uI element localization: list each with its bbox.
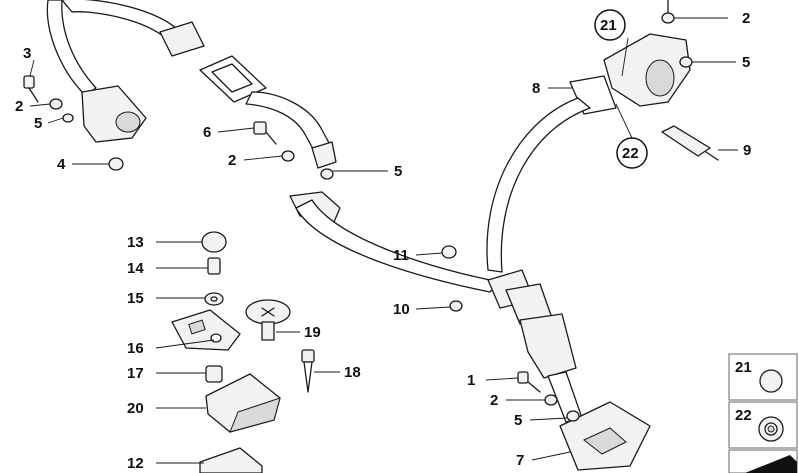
nut-5c xyxy=(679,56,693,68)
bolt-6-head xyxy=(253,121,267,135)
callout-8: 8 xyxy=(532,80,540,97)
callout-10: 10 xyxy=(393,301,410,318)
callout-5-lower: 5 xyxy=(514,412,522,429)
right-belt-webbing xyxy=(486,97,591,273)
callout-13: 13 xyxy=(127,234,144,251)
mount-block-12 xyxy=(199,447,263,473)
callout-21: 21 xyxy=(600,17,617,34)
bolt-1-shank xyxy=(527,381,541,393)
belt-latch-plate-slot xyxy=(211,63,253,93)
legend-label-22: 22 xyxy=(735,407,752,424)
lower-left-hardware xyxy=(171,231,315,473)
cap-11 xyxy=(441,245,457,259)
left-belt-tongue xyxy=(159,21,205,57)
callout-19: 19 xyxy=(304,324,321,341)
callout-15: 15 xyxy=(127,290,144,307)
right-belt-assembly xyxy=(486,0,719,471)
callout-14: 14 xyxy=(127,260,144,277)
nut-5a xyxy=(62,113,74,123)
callout-1: 1 xyxy=(467,372,475,389)
bracket-16-slot xyxy=(188,319,206,335)
callout-2-upper: 2 xyxy=(228,152,236,169)
legend-panel: 21 22 xyxy=(728,353,798,473)
callout-12: 12 xyxy=(127,455,144,472)
left-retractor-spool xyxy=(115,111,141,133)
mount-block-20-face xyxy=(229,397,281,433)
callout-11: 11 xyxy=(393,247,409,264)
legend-grommet-22-hole xyxy=(767,425,775,433)
washer-15-hole xyxy=(210,296,218,302)
callout-5-center: 5 xyxy=(394,163,402,180)
callout-6: 6 xyxy=(203,124,211,141)
right-retractor-spool xyxy=(645,59,675,97)
screw-18-head xyxy=(301,349,315,363)
bracket-16-hole xyxy=(210,333,222,343)
bracket-16 xyxy=(171,309,241,351)
callout-7: 7 xyxy=(516,452,524,469)
bolt-1-head xyxy=(517,371,529,384)
legend-label-21: 21 xyxy=(735,359,752,376)
nut-10 xyxy=(449,300,463,312)
buckle-cover-slot xyxy=(583,427,627,455)
guide-pin-9-thread xyxy=(705,151,719,161)
callout-20: 20 xyxy=(127,400,144,417)
callouts: 3 2 5 4 6 2 5 21 2 5 8 22 9 11 10 13 14 … xyxy=(15,9,751,472)
left-belt-webbing-upper xyxy=(46,0,97,96)
cap-13 xyxy=(201,231,227,253)
screw-18-thread xyxy=(303,361,313,393)
bolt-6-shank xyxy=(265,131,277,145)
callout-22: 22 xyxy=(622,145,639,162)
callout-21-circle xyxy=(594,9,626,41)
washer-2d xyxy=(544,394,558,406)
buckle-receiver xyxy=(519,313,577,379)
callout-22-circle xyxy=(616,137,648,169)
callout-5-right: 5 xyxy=(742,54,750,71)
bolt-14 xyxy=(207,257,221,275)
callout-16: 16 xyxy=(127,340,144,357)
callout-9: 9 xyxy=(743,142,751,159)
nut-5b xyxy=(320,168,334,180)
screw-19-cross-b xyxy=(261,307,275,317)
callout-17: 17 xyxy=(127,365,144,382)
nut-5d xyxy=(566,410,580,422)
screw-19-shank xyxy=(261,321,275,341)
callout-2-left: 2 xyxy=(15,98,23,115)
washer-2c xyxy=(661,12,675,24)
left-anchor-bracket xyxy=(311,141,337,169)
guide-pin-9 xyxy=(661,125,711,157)
callout-18: 18 xyxy=(344,364,361,381)
spacer-4 xyxy=(108,157,124,171)
spacer-17 xyxy=(205,365,223,383)
legend-cap-21-icon xyxy=(759,369,783,393)
left-retractor xyxy=(81,85,147,143)
washer-2b xyxy=(281,150,295,162)
callout-2-right: 2 xyxy=(742,10,750,27)
callout-4: 4 xyxy=(57,156,66,173)
callout-2-lower: 2 xyxy=(490,392,498,409)
left-belt-webbing-top xyxy=(61,0,179,43)
callout-5-left: 5 xyxy=(34,115,42,132)
bolt-3-shank xyxy=(28,87,39,103)
leader-lines xyxy=(29,17,738,464)
left-belt-assembly xyxy=(23,0,337,180)
bolt-3-head xyxy=(23,75,35,89)
legend-arrow-icon xyxy=(745,455,797,473)
washer-2a xyxy=(49,98,63,110)
callout-3: 3 xyxy=(23,45,31,62)
